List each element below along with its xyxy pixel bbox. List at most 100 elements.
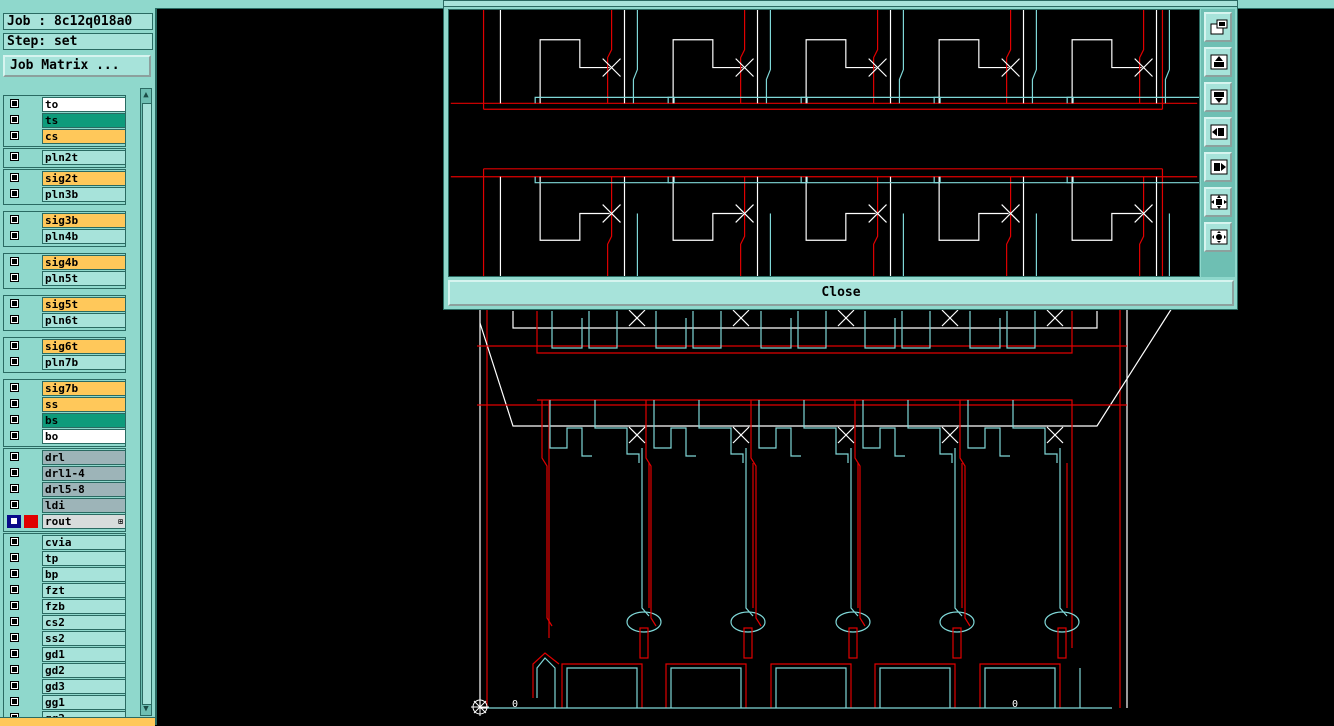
layer-checkbox[interactable] xyxy=(10,697,19,706)
layer-row-bo[interactable]: bo xyxy=(6,429,126,444)
layer-name[interactable]: sig3b xyxy=(42,213,126,228)
layer-checkbox[interactable] xyxy=(10,231,19,240)
layer-row-to[interactable]: to xyxy=(6,97,126,112)
layer-checkbox[interactable] xyxy=(10,273,19,282)
scroll-up-arrow-icon[interactable]: ▲ xyxy=(143,90,149,100)
layer-name[interactable]: to xyxy=(42,97,126,112)
layer-name[interactable]: bs xyxy=(42,413,126,428)
layer-row-gd3[interactable]: gd3 xyxy=(6,679,126,694)
layer-name[interactable]: gd3 xyxy=(42,679,126,694)
layer-checkbox[interactable] xyxy=(10,468,19,477)
layer-checkbox[interactable] xyxy=(10,189,19,198)
layer-checkbox[interactable] xyxy=(10,431,19,440)
layer-checkbox[interactable] xyxy=(10,299,19,308)
layer-row-pln7b[interactable]: pln7b xyxy=(6,355,126,370)
pan-right-icon[interactable] xyxy=(1204,152,1232,182)
layer-name[interactable]: bo xyxy=(42,429,126,444)
layer-name[interactable]: cs2 xyxy=(42,615,126,630)
layer-row-bs[interactable]: bs xyxy=(6,413,126,428)
layer-checkbox[interactable] xyxy=(10,553,19,562)
layer-name[interactable]: ldi xyxy=(42,498,126,513)
layer-row-gd1[interactable]: gd1 xyxy=(6,647,126,662)
layer-checkbox[interactable] xyxy=(10,383,19,392)
layer-list-scrollbar[interactable]: ▲ ▼ xyxy=(140,88,152,716)
pan-left-icon[interactable] xyxy=(1204,117,1232,147)
layer-name[interactable]: fzt xyxy=(42,583,126,598)
pan-down-icon[interactable] xyxy=(1204,82,1232,112)
layer-name[interactable]: gd2 xyxy=(42,663,126,678)
layer-name[interactable]: ss2 xyxy=(42,631,126,646)
layer-checkbox[interactable] xyxy=(10,585,19,594)
layer-name[interactable]: gg2 xyxy=(42,711,126,720)
layer-row-bp[interactable]: bp xyxy=(6,567,126,582)
close-button[interactable]: Close xyxy=(448,280,1234,306)
scrollbar-thumb[interactable] xyxy=(142,103,152,705)
layer-row-gd2[interactable]: gd2 xyxy=(6,663,126,678)
layer-name[interactable]: drl1-4 xyxy=(42,466,126,481)
layer-name[interactable]: ts xyxy=(42,113,126,128)
layer-row-drl1-4[interactable]: drl1-4 xyxy=(6,466,126,481)
layer-row-sig4b[interactable]: sig4b xyxy=(6,255,126,270)
layer-name[interactable]: gd1 xyxy=(42,647,126,662)
layer-row-sig7b[interactable]: sig7b xyxy=(6,381,126,396)
layer-name[interactable]: sig6t xyxy=(42,339,126,354)
scroll-down-arrow-icon[interactable]: ▼ xyxy=(143,704,149,714)
layer-checkbox[interactable] xyxy=(10,215,19,224)
layer-checkbox[interactable] xyxy=(10,315,19,324)
layer-checkbox[interactable] xyxy=(10,601,19,610)
layer-checkbox[interactable] xyxy=(10,617,19,626)
layer-checkbox[interactable] xyxy=(10,415,19,424)
layer-row-drl[interactable]: drl xyxy=(6,450,126,465)
zoom-window-icon[interactable] xyxy=(1204,12,1232,42)
layer-checkbox[interactable] xyxy=(7,515,21,528)
layer-checkbox[interactable] xyxy=(10,399,19,408)
layer-name[interactable]: pln6t xyxy=(42,313,126,328)
layer-name[interactable]: fzb xyxy=(42,599,126,614)
layer-row-pln6t[interactable]: pln6t xyxy=(6,313,126,328)
layer-name[interactable]: drl5-8 xyxy=(42,482,126,497)
layer-name[interactable]: ss xyxy=(42,397,126,412)
layer-name[interactable]: pln5t xyxy=(42,271,126,286)
layer-row-fzt[interactable]: fzt xyxy=(6,583,126,598)
layer-name[interactable]: gg1 xyxy=(42,695,126,710)
layer-row-drl5-8[interactable]: drl5-8 xyxy=(6,482,126,497)
zoom-center-icon[interactable] xyxy=(1204,222,1232,252)
layer-row-ss2[interactable]: ss2 xyxy=(6,631,126,646)
layer-name[interactable]: cvia xyxy=(42,535,126,550)
layer-row-sig2t[interactable]: sig2t xyxy=(6,171,126,186)
layer-name[interactable]: cs xyxy=(42,129,126,144)
layer-name[interactable]: sig4b xyxy=(42,255,126,270)
pan-up-icon[interactable] xyxy=(1204,47,1232,77)
layer-name[interactable]: tp xyxy=(42,551,126,566)
graphics-canvas[interactable]: 0 0 xyxy=(157,8,1334,725)
layer-row-cvia[interactable]: cvia xyxy=(6,535,126,550)
layer-name[interactable]: pln3b xyxy=(42,187,126,202)
layer-name[interactable]: pln4b xyxy=(42,229,126,244)
layer-checkbox[interactable] xyxy=(10,681,19,690)
layer-row-sig3b[interactable]: sig3b xyxy=(6,213,126,228)
layer-row-pln2t[interactable]: pln2t xyxy=(6,150,126,165)
layer-name[interactable]: drl xyxy=(42,450,126,465)
layer-row-pln4b[interactable]: pln4b xyxy=(6,229,126,244)
layer-row-ss[interactable]: ss xyxy=(6,397,126,412)
layer-row-ts[interactable]: ts xyxy=(6,113,126,128)
layer-row-pln5t[interactable]: pln5t xyxy=(6,271,126,286)
layer-row-cs2[interactable]: cs2 xyxy=(6,615,126,630)
layer-options-icon[interactable]: ⊞ xyxy=(118,517,123,526)
layer-checkbox[interactable] xyxy=(10,500,19,509)
layer-name[interactable]: pln2t xyxy=(42,150,126,165)
layer-checkbox[interactable] xyxy=(10,649,19,658)
window-titlebar[interactable] xyxy=(444,1,1237,7)
layer-name[interactable]: pln7b xyxy=(42,355,126,370)
layer-checkbox[interactable] xyxy=(10,484,19,493)
layer-name[interactable]: bp xyxy=(42,567,126,582)
layer-row-gg1[interactable]: gg1 xyxy=(6,695,126,710)
layer-checkbox[interactable] xyxy=(10,152,19,161)
layer-name[interactable]: sig7b xyxy=(42,381,126,396)
layer-row-tp[interactable]: tp xyxy=(6,551,126,566)
layer-checkbox[interactable] xyxy=(10,99,19,108)
zoom-fit-icon[interactable] xyxy=(1204,187,1232,217)
job-matrix-button[interactable]: Job Matrix ... xyxy=(3,55,151,77)
layer-checkbox[interactable] xyxy=(10,257,19,266)
layer-name[interactable]: rout⊞ xyxy=(42,514,126,529)
